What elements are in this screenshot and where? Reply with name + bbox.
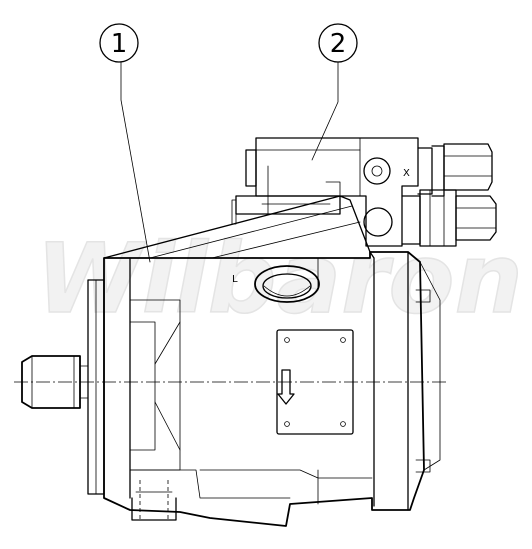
port-l-label: L [232, 274, 238, 285]
callout-2: 2 [311, 23, 358, 161]
callout-2-number: 2 [330, 29, 347, 59]
watermark-text: Wilbaron [36, 223, 523, 335]
control-valve: X [231, 137, 497, 247]
callout-1-number: 1 [111, 29, 128, 59]
pump-housing [21, 195, 441, 527]
callout-1: 1 [99, 23, 151, 263]
port-x-label: X [403, 168, 410, 179]
